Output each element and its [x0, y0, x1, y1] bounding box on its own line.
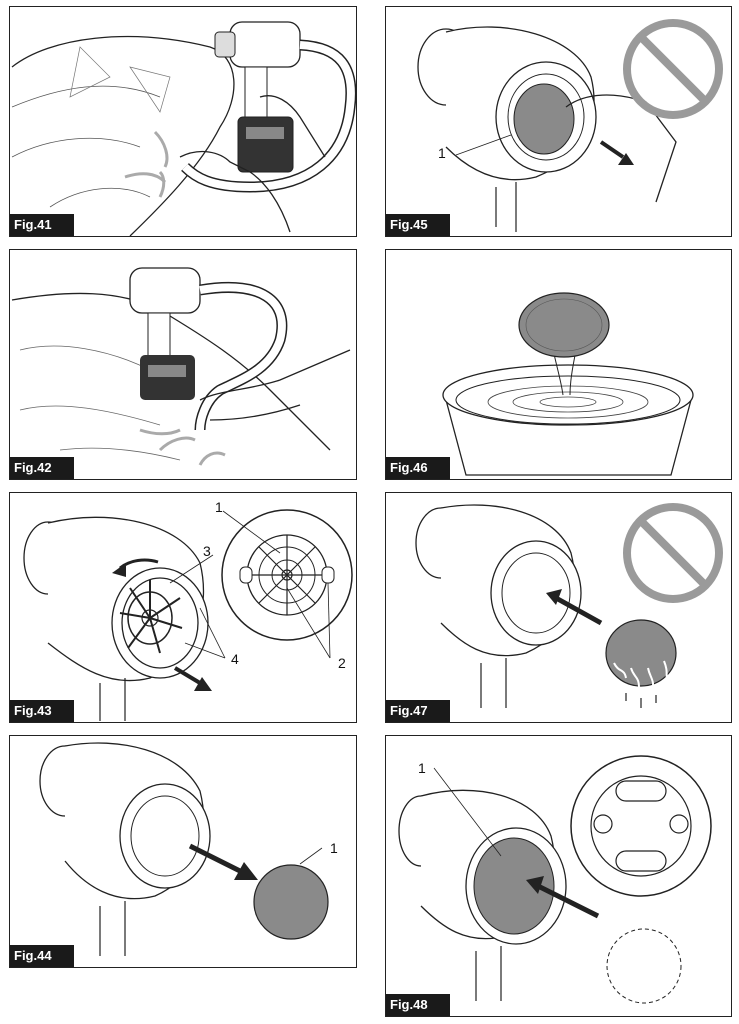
figure-label: Fig.44 [10, 945, 74, 967]
figure-46-panel: Fig.46 [385, 249, 732, 480]
illustration-deflating-mattress [11, 267, 351, 466]
callout-2: 2 [338, 655, 346, 671]
illustration-blowing-mattress [11, 21, 356, 236]
figure-45-panel: 1 Fig.45 [385, 6, 732, 237]
figure-label: Fig.41 [10, 214, 74, 236]
illustration-wet-filter-prohibited [415, 503, 723, 708]
illustration-washing-filter [442, 292, 694, 476]
figure-label: Fig.47 [386, 700, 450, 722]
callout-1: 1 [418, 760, 426, 776]
illustration-filter-removal-prohibited [417, 19, 723, 232]
illustration-removing-filter-cover [23, 509, 353, 721]
figure-44-panel: 1 Fig.44 [9, 735, 357, 968]
illustration-removing-filter [39, 742, 329, 956]
figure-48-panel: 1 Fig.48 [385, 735, 732, 1017]
callout-1: 1 [438, 145, 446, 161]
figure-43-panel: 1 3 4 2 Fig.43 [9, 492, 357, 723]
figure-42-panel: Fig.42 [9, 249, 357, 480]
figure-label: Fig.42 [10, 457, 74, 479]
figure-label: Fig.43 [10, 700, 74, 722]
figure-label: Fig.48 [386, 994, 450, 1016]
figure-47-panel: Fig.47 [385, 492, 732, 723]
callout-1: 1 [215, 499, 223, 515]
callout-3: 3 [203, 543, 211, 559]
illustration-installing-filter [398, 755, 712, 1004]
figure-41-panel: Fig.41 [9, 6, 357, 237]
figure-label: Fig.45 [386, 214, 450, 236]
figure-label: Fig.46 [386, 457, 450, 479]
callout-1: 1 [330, 840, 338, 856]
callout-4: 4 [231, 651, 239, 667]
